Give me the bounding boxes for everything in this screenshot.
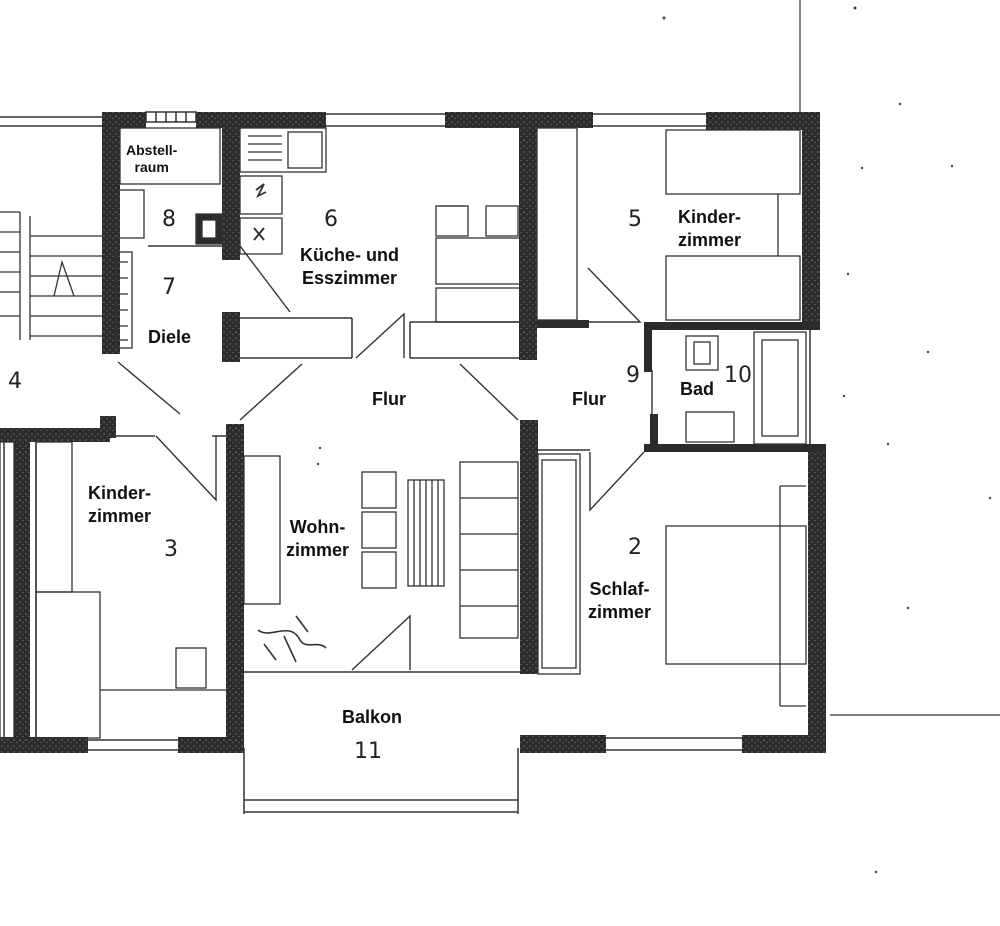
room-number-3: 3: [164, 537, 178, 562]
walls: [0, 112, 826, 753]
abstell-fixtures: [117, 127, 223, 245]
reference-lines: [799, 0, 1000, 716]
balkon-label: Balkon: [342, 707, 403, 727]
bad-label: Bad: [680, 379, 715, 399]
room-number-10: 10: [724, 363, 752, 388]
abstellraum-label: Abstell- raum: [126, 142, 178, 175]
kitchen-fixtures: [239, 127, 578, 323]
room-number-5: 5: [628, 207, 642, 232]
room-number-2: 2: [628, 535, 642, 560]
door-swings: [117, 245, 653, 671]
room5-furniture: [665, 129, 801, 321]
scan-speckles: [316, 6, 992, 874]
kinderzimmer-3-label: Kinder- zimmer: [88, 483, 152, 526]
wohnzimmer-label: Wohn- zimmer: [286, 517, 350, 560]
staircase: [0, 211, 133, 349]
kinderzimmer-5-label: Kinder- zimmer: [678, 207, 742, 250]
room-number-7: 7: [162, 275, 176, 300]
room3-furniture: [0, 441, 226, 739]
schlafzimmer-label: Schlaf- zimmer: [588, 579, 652, 622]
room-number-11: 11: [354, 739, 382, 764]
bath-fixtures: [685, 331, 807, 445]
living-furniture: [243, 455, 519, 663]
diele-label: Diele: [148, 327, 192, 347]
room-number-4: 4: [8, 369, 22, 394]
room-number-8: 8: [162, 207, 176, 232]
flur-left-label: Flur: [372, 389, 406, 409]
flur-right-label: Flur: [572, 389, 606, 409]
kueche-label: Küche- und Esszimmer: [300, 245, 399, 288]
room-number-9: 9: [626, 363, 640, 388]
bedroom-furniture: [537, 453, 807, 707]
room-number-6: 6: [324, 207, 338, 232]
